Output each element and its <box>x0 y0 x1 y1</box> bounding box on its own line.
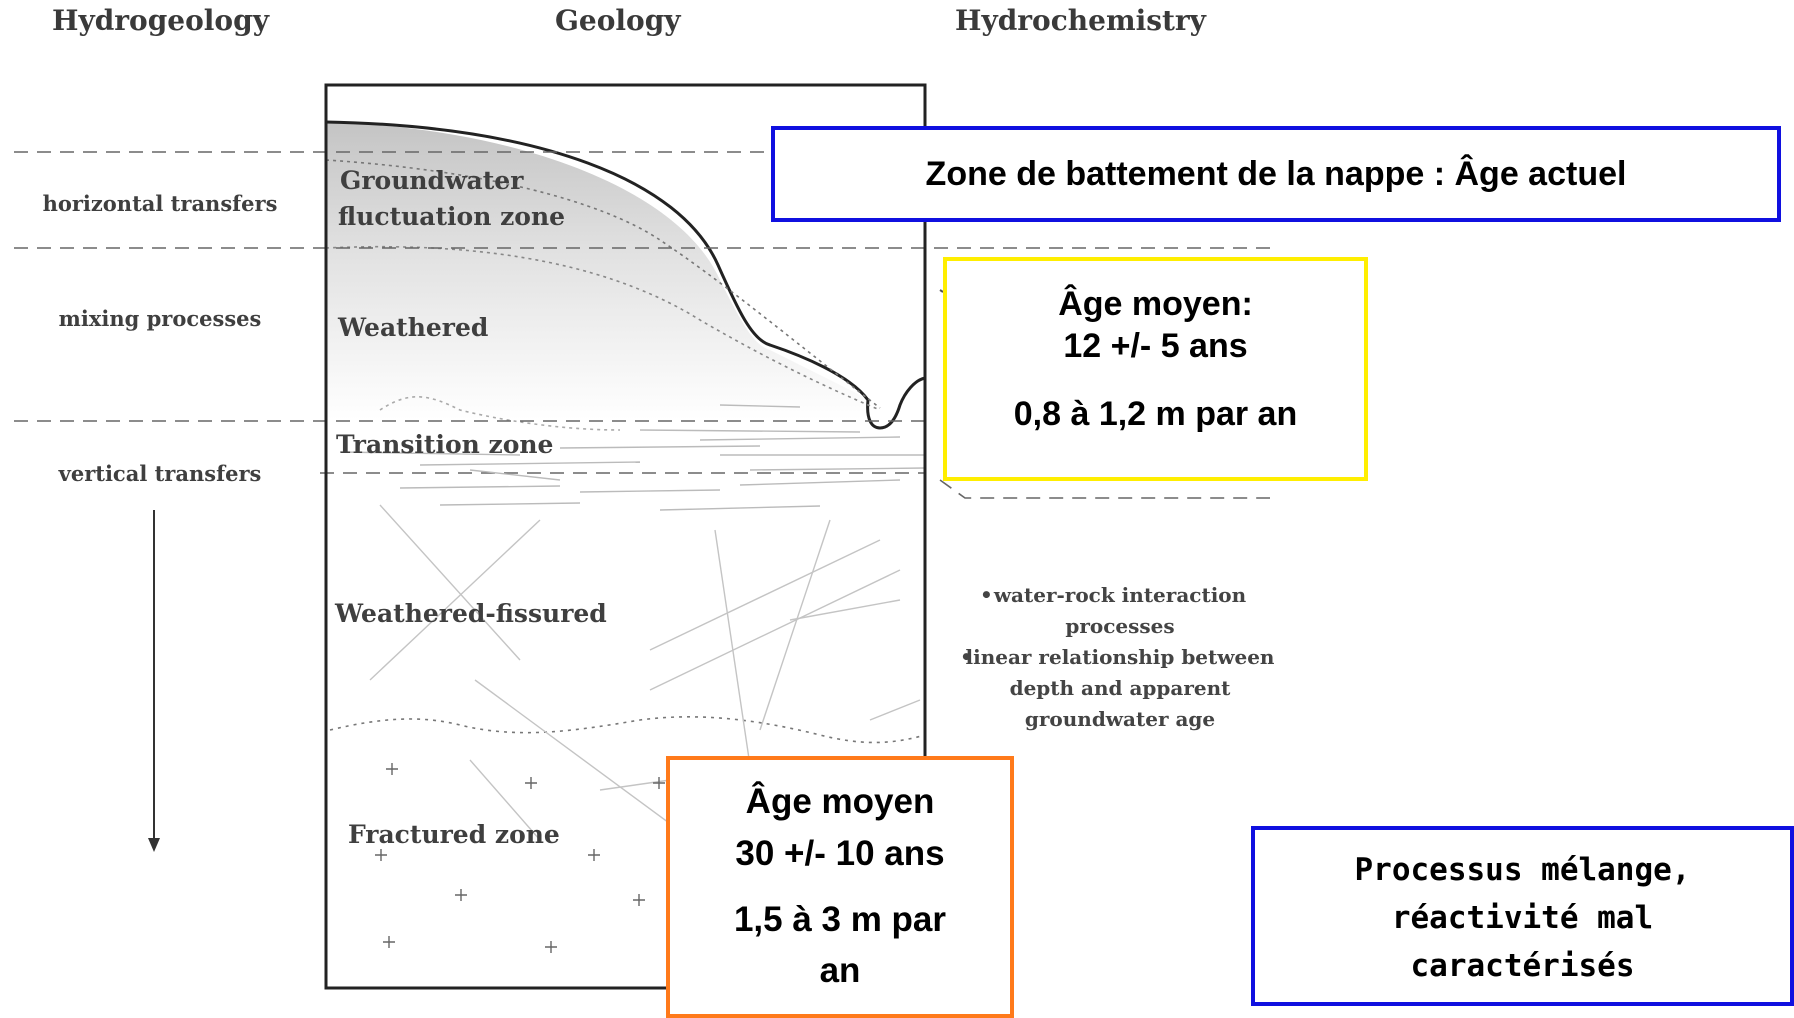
weathered-base-dotted <box>325 245 881 411</box>
dashed-line-5 <box>939 479 1270 499</box>
label-vertical-transfers: vertical transfers <box>58 461 262 486</box>
note-2-line1: linear relationship between <box>965 645 1275 669</box>
header-geology: Geology <box>555 4 681 37</box>
hydrochemistry-notes: • water-rock interaction processes • lin… <box>960 580 1280 735</box>
zone-weathered: Weathered <box>338 313 489 342</box>
transition-fissures <box>339 404 926 511</box>
header-hydrochemistry: Hydrochemistry <box>955 4 1206 37</box>
weathered-shading <box>326 122 870 420</box>
label-mixing-processes: mixing processes <box>58 306 262 331</box>
fractured-top-dotted <box>329 716 926 744</box>
geology-column-frame <box>324 83 927 990</box>
yellow-line3: 0,8 à 1,2 m par an <box>1013 395 1298 433</box>
fractured-crosses <box>375 763 665 953</box>
callout-yellow: Âge moyen: 12 +/- 5 ans 0,8 à 1,2 m par … <box>943 257 1368 481</box>
callout-bottom-blue: Processus mélange, réactivité mal caract… <box>1251 826 1794 1006</box>
note-1-line1: water-rock interaction <box>993 583 1247 607</box>
water-table-dotted <box>325 159 881 409</box>
orange-line3: 1,5 à 3 m par <box>733 900 947 939</box>
yellow-line1: Âge moyen: <box>1058 285 1253 323</box>
orange-line1: Âge moyen <box>745 782 935 821</box>
small-tick <box>939 289 944 293</box>
callout-top-blue-text: Zone de battement de la nappe : Âge actu… <box>925 155 1627 193</box>
callout-top-blue: Zone de battement de la nappe : Âge actu… <box>771 126 1781 222</box>
vertical-arrow-head <box>148 838 160 852</box>
callout-orange: Âge moyen 30 +/- 10 ans 1,5 à 3 m par an <box>666 756 1014 1018</box>
bullet-icon: • <box>960 645 973 669</box>
ground-surface <box>325 120 870 401</box>
orange-line2: 30 +/- 10 ans <box>735 834 945 873</box>
zone-gw-fluct-line2: fluctuation zone <box>338 202 566 231</box>
bottom-blue-line1: Processus mélange, <box>1354 852 1691 888</box>
orange-line4: an <box>819 951 861 990</box>
oblique-fissures <box>369 504 921 901</box>
yellow-line2: 12 +/- 5 ans <box>1063 327 1248 365</box>
note-1-line2: processes <box>1065 614 1175 638</box>
note-2-line3: groundwater age <box>1024 707 1216 731</box>
bottom-blue-line2: réactivité mal <box>1391 900 1654 936</box>
note-item-2: • linear relationship between depth and … <box>960 642 1280 735</box>
note-2-line2: depth and apparent <box>1009 676 1231 700</box>
bottom-blue-line3: caractérisés <box>1410 948 1635 984</box>
transition-top-dotted <box>379 396 621 431</box>
zone-transition: Transition zone <box>336 430 554 459</box>
header-hydrogeology: Hydrogeology <box>52 4 269 37</box>
zone-gw-fluct-line1: Groundwater <box>340 166 524 195</box>
zone-fractured: Fractured zone <box>348 820 560 849</box>
label-horizontal-transfers: horizontal transfers <box>42 191 278 216</box>
bullet-icon: • <box>980 583 993 607</box>
note-item-1: • water-rock interaction processes <box>960 580 1280 642</box>
zone-weathered-fissured: Weathered-fissured <box>335 599 607 628</box>
